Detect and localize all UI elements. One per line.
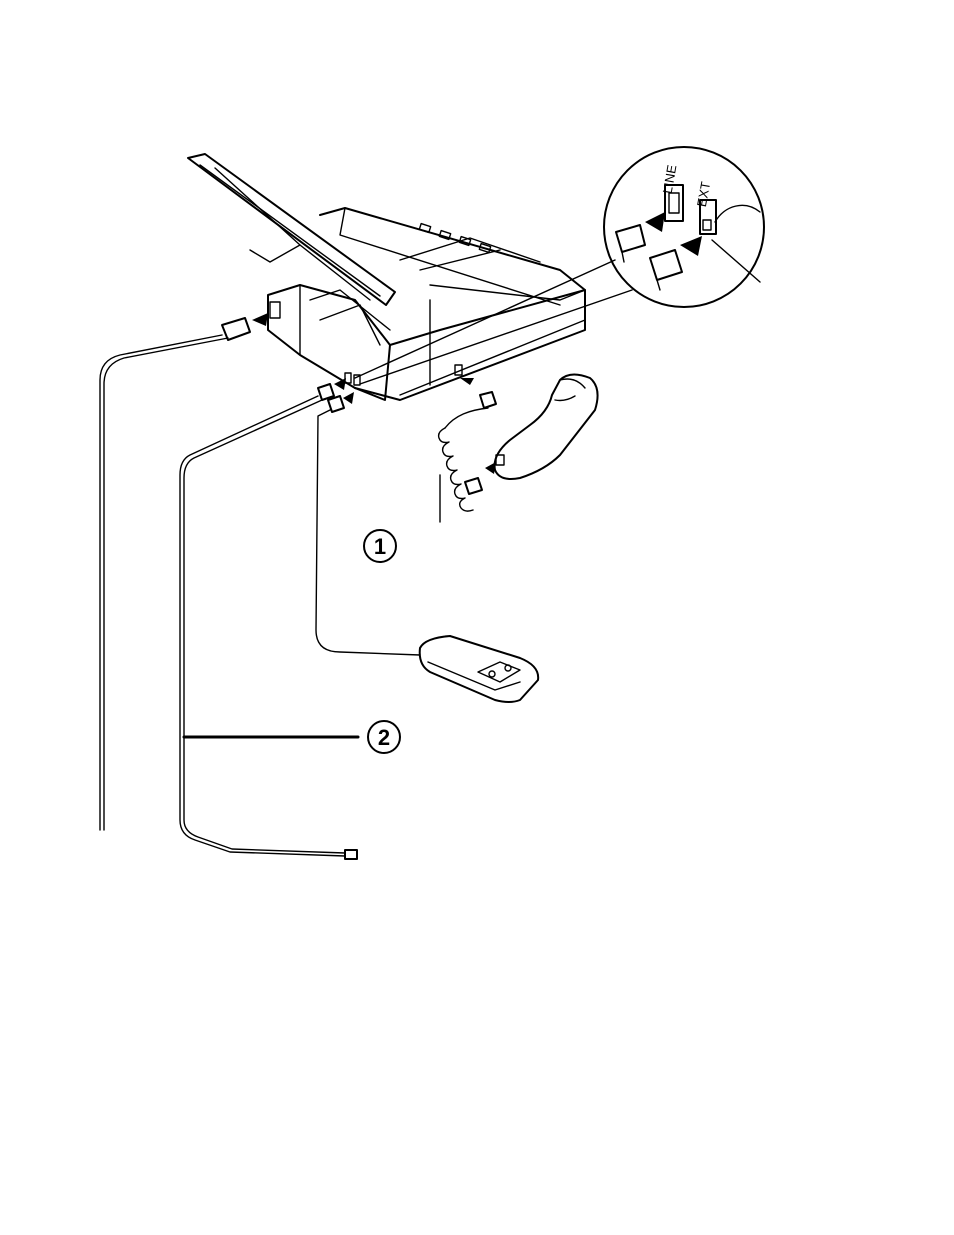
jack-detail-zoom: LINE EXT: [355, 147, 764, 384]
answering-machine-icon: [420, 636, 538, 702]
extension-device-cord: [316, 392, 420, 655]
callout-two-number: 2: [378, 725, 390, 750]
phone-plug-icon: [616, 212, 665, 262]
handset-coiled-cord: [439, 378, 496, 522]
phone-plug-icon: [318, 384, 334, 400]
ext-jack-label: EXT: [694, 180, 713, 208]
callout-one-number: 1: [374, 534, 386, 559]
callout-one: 1: [364, 530, 396, 562]
power-plug-icon: [222, 318, 250, 340]
phone-plug-icon: [345, 850, 357, 859]
telephone-line-cord: [180, 378, 358, 859]
handset-icon: [495, 374, 598, 479]
line-jack-label: LINE: [660, 163, 680, 194]
finger-icon: [715, 205, 760, 222]
phone-plug-icon: [650, 236, 702, 290]
phone-plug-icon: [480, 392, 496, 408]
callout-two: 2: [368, 721, 400, 753]
phone-plug-icon: [465, 478, 482, 494]
